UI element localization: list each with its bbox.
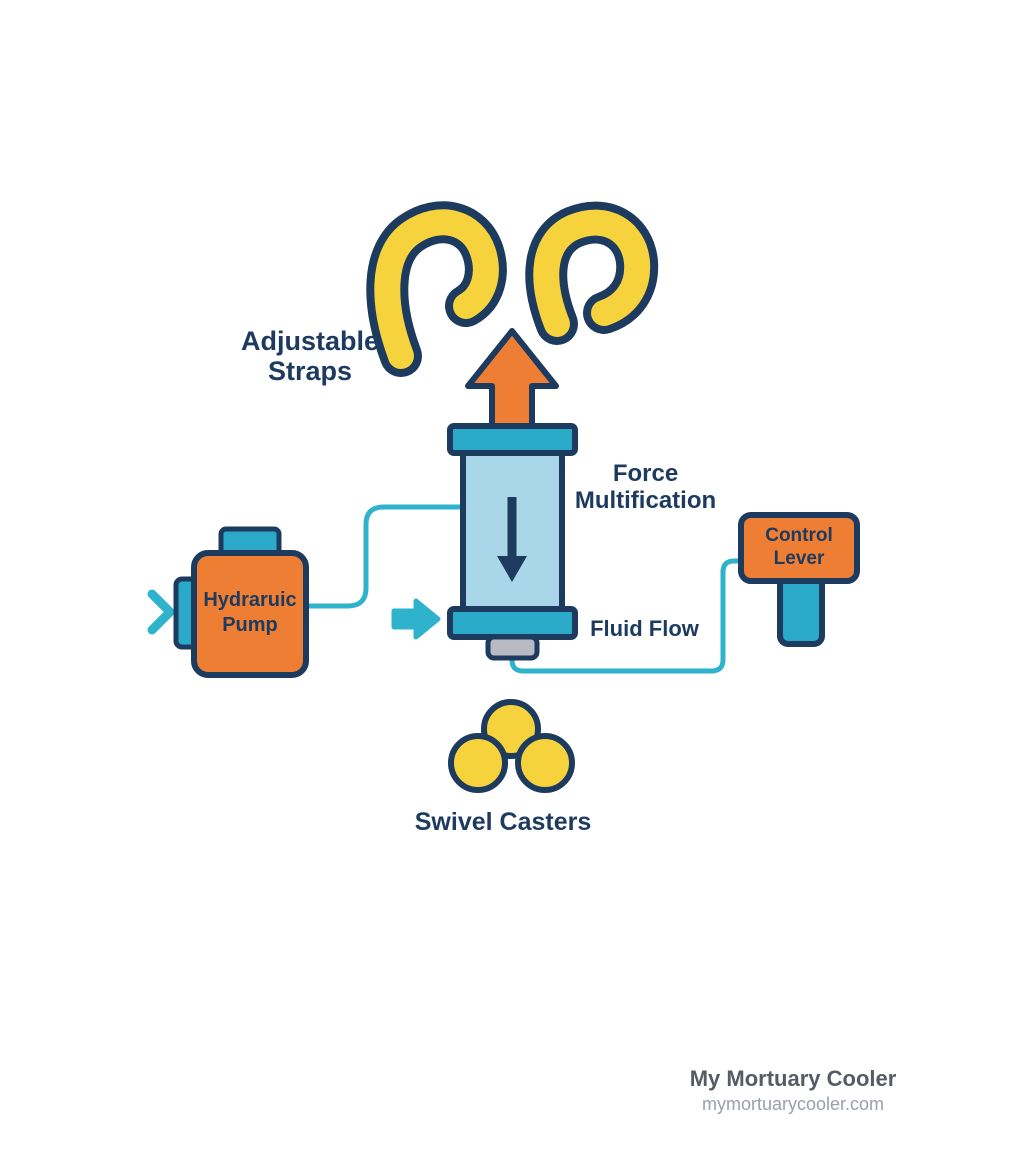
control-lever-label: Control Lever (741, 525, 857, 571)
control-lever-body (738, 512, 860, 584)
cylinder-to-lever-line (509, 558, 744, 674)
piston-down-arrow-icon (497, 497, 527, 582)
hydraulic-pump-label: Hydraruic Pump (194, 588, 306, 638)
lift-up-arrow-icon (465, 328, 559, 435)
control-lever-stem (777, 572, 825, 647)
brand-url: mymortuarycooler.com (701, 1094, 885, 1114)
pump-line2: Pump (222, 614, 278, 636)
pump-line1: Hydraruic (203, 589, 297, 611)
fluid-flow-label: Fluid Flow (590, 616, 699, 641)
fluid-flow-arrow-icon (391, 598, 441, 640)
control-line1: Control (765, 525, 833, 546)
pump-to-cylinder-line (306, 504, 461, 609)
footer: My Mortuary Cooler mymortuarycooler.com (618, 1066, 968, 1115)
brand-name: My Mortuary Cooler (689, 1066, 897, 1091)
force-line1: Force (612, 460, 679, 487)
adjustable-straps-line2: Straps (267, 356, 353, 387)
swivel-casters-label: Swivel Casters (414, 808, 592, 836)
control-line2: Lever (773, 547, 825, 569)
force-multification-label: Force Multification (543, 460, 748, 515)
cylinder-bottom-cap (447, 606, 578, 640)
adjustable-straps-line1: Adjustable (240, 326, 380, 356)
cylinder-outlet-block (485, 634, 540, 661)
caster-wheel-left (448, 733, 508, 793)
adjustable-straps-label: Adjustable Straps (180, 326, 440, 386)
swivel-casters-icon (448, 699, 575, 793)
force-line2: Multification (574, 486, 717, 514)
caster-wheel-right (515, 733, 575, 793)
cylinder-top-cap (447, 423, 578, 456)
right-strap-hook-icon (525, 201, 659, 345)
left-strap-hook-icon (366, 201, 507, 377)
pump-inlet-chevron-icon (147, 589, 175, 635)
pump-body (191, 550, 309, 678)
